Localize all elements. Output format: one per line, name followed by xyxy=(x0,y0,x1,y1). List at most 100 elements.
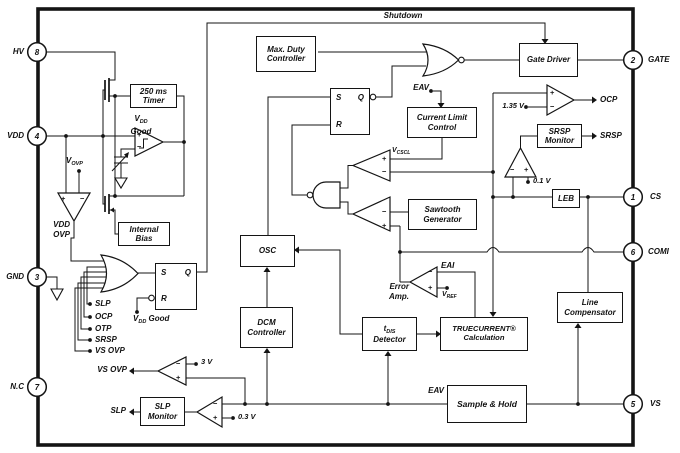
block-label: tDIS xyxy=(383,323,396,335)
minus-sign: − xyxy=(382,167,387,176)
block-current-limit-control: Current Limit Control xyxy=(407,107,477,138)
plus-sign: + xyxy=(176,373,181,382)
block-label: Sawtooth xyxy=(424,205,461,215)
block-label: Current Limit xyxy=(416,113,468,123)
error-amplifier xyxy=(408,265,438,299)
plus-sign: + xyxy=(382,221,387,230)
vdd-ovp-comparator xyxy=(56,192,92,223)
block-sample-and-hold: Sample & Hold xyxy=(447,385,527,423)
bias-mosfet xyxy=(104,194,110,214)
block-osc: OSC xyxy=(240,235,295,267)
hysteresis-icon xyxy=(139,138,148,149)
comi-net xyxy=(400,247,623,253)
latch-s-label: S xyxy=(336,93,342,102)
vref-label: VREF xyxy=(442,291,457,300)
block-label: Timer xyxy=(142,96,165,105)
pin-label-comi: COMI xyxy=(648,247,669,256)
block-tdis-detector: tDIS Detector xyxy=(362,317,417,351)
pin-label-vdd: VDD xyxy=(7,131,24,140)
latch-r-label: R xyxy=(161,294,167,303)
pin-circle-comi xyxy=(622,241,644,263)
pin-number-cs: 1 xyxy=(630,192,636,202)
ground-icon xyxy=(114,177,128,190)
pin-circles xyxy=(26,41,644,415)
plus-sign: + xyxy=(550,88,555,97)
block-truecurrent-calculation: TRUECURRENT® Calculation xyxy=(440,317,528,351)
vdd-good-comparator xyxy=(134,127,165,157)
block-label: TRUECURRENT® xyxy=(452,324,516,334)
block-label: OSC xyxy=(258,246,277,256)
pin-number-gate: 2 xyxy=(630,55,636,65)
pin-circle-gate xyxy=(622,49,644,71)
block-dcm-controller: DCM Controller xyxy=(240,307,293,348)
block-label: Monitor xyxy=(544,136,575,145)
pin-number-vs: 5 xyxy=(630,399,636,409)
slp-comparator xyxy=(195,395,223,429)
vovp-label: VOVP xyxy=(66,156,83,167)
pin-number-nc: 7 xyxy=(34,382,40,392)
block-internal-bias: Internal Bias xyxy=(118,222,170,246)
ocp-comparator xyxy=(546,83,576,117)
vs-ovp-comparator xyxy=(156,356,187,386)
plus-sign: + xyxy=(61,194,66,203)
block-label: Line xyxy=(581,298,599,308)
adjustable-ref-arrow-icon xyxy=(124,152,129,158)
block-label: Max. Duty xyxy=(267,44,305,54)
ground-icon xyxy=(50,288,64,302)
srsp-output-label: SRSP xyxy=(600,131,622,140)
block-label: Generator xyxy=(423,214,462,224)
or-input-otp: OTP xyxy=(95,324,112,333)
block-label: Gate Driver xyxy=(526,55,571,65)
pin-number-gnd: 3 xyxy=(34,272,40,282)
or-input-slp: SLP xyxy=(95,299,111,308)
block-label: Calculation xyxy=(463,333,505,342)
latch-q-label: Q xyxy=(357,93,364,102)
pin-circle-hv xyxy=(26,41,48,63)
ref-1p35v-label: 1.35 V xyxy=(502,101,524,110)
block-250ms-timer: 250 ms Timer xyxy=(130,84,177,108)
pin-number-vdd: 4 xyxy=(34,131,40,141)
ocp-output-label: OCP xyxy=(600,95,618,104)
block-label: Control xyxy=(427,122,457,132)
minus-sign: − xyxy=(137,142,142,151)
eav-label-bottom: EAV xyxy=(428,386,444,395)
block-label: Controller xyxy=(266,54,306,63)
plus-sign: + xyxy=(213,413,218,422)
pin-label-gate: GATE xyxy=(648,55,670,64)
pin-label-hv: HV xyxy=(12,47,24,56)
block-label: SLP xyxy=(154,402,171,412)
junction-dots xyxy=(64,89,590,420)
or-input-srsp: SRSP xyxy=(95,335,117,344)
block-srsp-monitor: SRSP Monitor xyxy=(537,124,582,148)
vdd-good-label: VDD Good xyxy=(130,114,152,136)
block-sawtooth-generator: Sawtooth Generator xyxy=(408,199,477,230)
slp-output-label: SLP xyxy=(110,406,126,415)
block-gate-driver: Gate Driver xyxy=(519,43,578,77)
block-line-compensator: Line Compensator xyxy=(557,292,623,323)
ic-border xyxy=(36,7,635,447)
block-label: DCM xyxy=(257,318,276,328)
block-leb: LEB xyxy=(552,189,580,208)
pin-circle-nc xyxy=(26,376,48,398)
pin-number-hv: 8 xyxy=(34,47,40,57)
ref-0p3v-label: 0.3 V xyxy=(238,412,256,421)
latch1-r-bubble xyxy=(148,294,155,302)
block-label: Bias xyxy=(135,234,153,243)
block-label: Internal xyxy=(129,224,159,234)
latch2-q-bubble xyxy=(369,93,377,101)
nand-gate xyxy=(312,181,341,209)
vs-ovp-output-label: VS OVP xyxy=(97,365,127,374)
block-label: Monitor xyxy=(147,411,178,421)
or-gate xyxy=(99,254,139,293)
vcscl-label: VCSCL xyxy=(392,147,411,156)
pin-label-nc: N.C xyxy=(10,382,24,391)
pin-label-vs: VS xyxy=(650,399,661,408)
eav-label-top: EAV xyxy=(413,83,429,92)
shutdown-label: Shutdown xyxy=(383,11,423,20)
block-max-duty-controller: Max. Duty Controller xyxy=(256,36,316,72)
pwm-comparator xyxy=(351,196,391,232)
